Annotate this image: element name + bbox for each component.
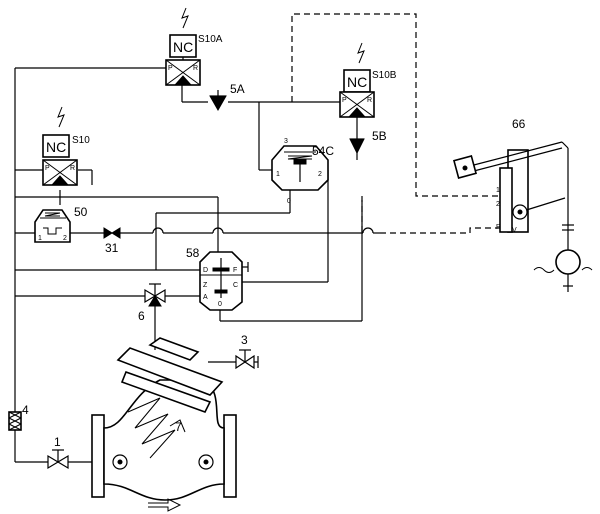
solenoid-coil-s10 xyxy=(42,134,70,158)
label-50: 50 xyxy=(74,205,88,219)
solenoid-valve-s10a[interactable]: NC P R A S10A xyxy=(165,7,223,86)
svg-text:2: 2 xyxy=(318,171,322,178)
needle-valve-31[interactable]: 31 xyxy=(103,227,121,255)
check-valve-5a[interactable]: 5A xyxy=(209,82,245,112)
label-s10: S10 xyxy=(72,135,90,146)
label-4: 4 xyxy=(22,403,29,417)
label-31: 31 xyxy=(105,241,119,255)
svg-text:F: F xyxy=(233,267,237,274)
label-s10a: S10A xyxy=(198,34,223,45)
float-pilot-side xyxy=(499,167,513,233)
flow-direction-arrow-icon xyxy=(148,498,182,512)
control-piping xyxy=(14,67,380,463)
solenoid-text-s10b: NC xyxy=(347,74,367,90)
solenoid-text-s10: NC xyxy=(46,139,66,155)
label-6: 6 xyxy=(138,309,145,323)
svg-text:C: C xyxy=(233,282,238,289)
svg-text:2: 2 xyxy=(496,201,500,208)
svg-text:3: 3 xyxy=(284,138,288,145)
strainer-filter-4[interactable]: 4 xyxy=(8,403,29,431)
ball-valve-1[interactable]: 1 xyxy=(47,435,69,470)
lightning-icon xyxy=(181,7,189,29)
svg-text:A: A xyxy=(180,78,185,85)
label-54c: 54C xyxy=(312,144,334,158)
ball-valve-6[interactable]: 6 xyxy=(138,283,166,323)
valve-cover-top xyxy=(148,337,200,361)
valve-cover xyxy=(116,347,224,396)
valve-spring xyxy=(127,397,176,459)
svg-text:Z: Z xyxy=(203,282,208,289)
dashed-line-upper xyxy=(291,13,508,197)
float-pilot-66[interactable]: 1 2 P V 66 xyxy=(452,117,593,292)
svg-text:R: R xyxy=(70,165,75,172)
svg-text:A: A xyxy=(203,294,208,301)
label-s10b: S10B xyxy=(372,70,397,81)
crossover-31-c xyxy=(362,227,374,234)
main-control-valve-7[interactable]: 7 xyxy=(91,337,237,512)
pilot-valve-58[interactable]: D F Z C A 0 58 xyxy=(186,246,249,311)
svg-text:R: R xyxy=(193,65,198,72)
solenoid-text-s10a: NC xyxy=(173,39,193,55)
svg-text:D: D xyxy=(203,267,208,274)
outlet-flange xyxy=(223,414,237,498)
svg-text:0: 0 xyxy=(218,301,222,308)
water-level-waves xyxy=(533,267,593,273)
svg-text:2: 2 xyxy=(63,235,67,242)
lightning-icon xyxy=(57,106,65,128)
valve-diaphragm xyxy=(120,370,212,413)
svg-text:P: P xyxy=(496,224,501,231)
label-1: 1 xyxy=(54,435,61,449)
svg-text:V: V xyxy=(512,227,517,234)
svg-text:A: A xyxy=(57,178,62,185)
svg-text:P: P xyxy=(342,97,347,104)
float-arm-lower xyxy=(519,197,566,213)
label-5a: 5A xyxy=(230,82,245,96)
solenoid-valve-s10b[interactable]: NC P R A S10B xyxy=(339,42,397,118)
svg-text:P: P xyxy=(168,65,173,72)
label-66: 66 xyxy=(512,117,526,131)
svg-text:1: 1 xyxy=(38,235,42,242)
solenoid-valve-s10[interactable]: NC P R A S10 xyxy=(42,106,90,186)
float-arm-upper xyxy=(469,141,563,167)
inlet-flange xyxy=(91,414,105,498)
label-58: 58 xyxy=(186,246,200,260)
check-valve-5b[interactable]: 5B xyxy=(349,117,387,160)
svg-text:1: 1 xyxy=(496,187,500,194)
lightning-icon xyxy=(357,42,365,64)
valve-body xyxy=(103,379,225,501)
label-3: 3 xyxy=(241,333,248,347)
crossover-31-a xyxy=(152,227,164,234)
svg-text:R: R xyxy=(367,97,372,104)
pilot-valve-54c[interactable]: 3 1 2 0 54C xyxy=(271,138,334,205)
float-ball xyxy=(555,249,581,275)
svg-text:1: 1 xyxy=(276,171,280,178)
dashed-line-lower xyxy=(380,227,508,234)
pilot-lines-dashed xyxy=(291,13,508,234)
pilot-valve-50[interactable]: 1 2 50 xyxy=(34,205,88,243)
svg-text:A: A xyxy=(354,110,359,117)
label-5b: 5B xyxy=(372,129,387,143)
svg-text:0: 0 xyxy=(287,198,291,205)
svg-text:P: P xyxy=(45,165,50,172)
ball-valve-3[interactable]: 3 xyxy=(235,333,259,370)
label-7: 7 xyxy=(175,420,182,434)
